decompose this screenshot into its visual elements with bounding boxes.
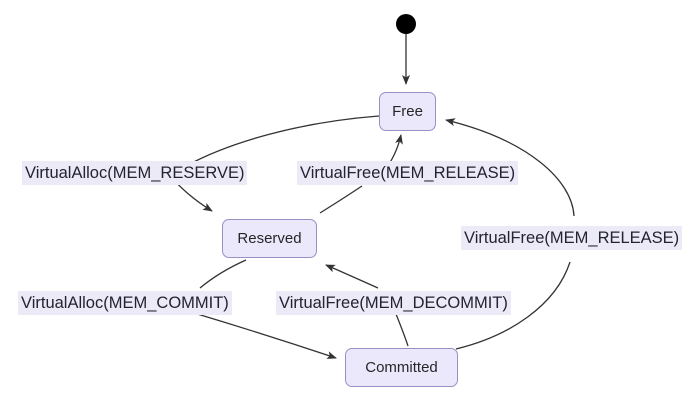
edge-committed-to-free [445, 118, 575, 350]
state-node-free[interactable]: Free [379, 92, 436, 131]
edge-label-committed-to-free: VirtualFree(MEM_RELEASE) [461, 226, 683, 250]
edge-committed-to-reserved [325, 264, 409, 347]
state-label-free: Free [392, 103, 423, 120]
state-label-reserved: Reserved [237, 230, 302, 247]
edge-label-committed-to-reserved: VirtualFree(MEM_DECOMMIT) [276, 291, 511, 315]
state-label-committed: Committed [365, 359, 438, 376]
start-state-node [396, 14, 416, 34]
edge-label-reserved-to-committed: VirtualAlloc(MEM_COMMIT) [18, 291, 232, 315]
edge-reserved-to-committed [193, 259, 337, 359]
state-node-committed[interactable]: Committed [345, 348, 458, 387]
edge-label-reserved-to-free: VirtualFree(MEM_RELEASE) [297, 161, 519, 185]
state-node-reserved[interactable]: Reserved [222, 219, 317, 258]
edge-label-free-to-reserved: VirtualAlloc(MEM_RESERVE) [22, 161, 248, 185]
